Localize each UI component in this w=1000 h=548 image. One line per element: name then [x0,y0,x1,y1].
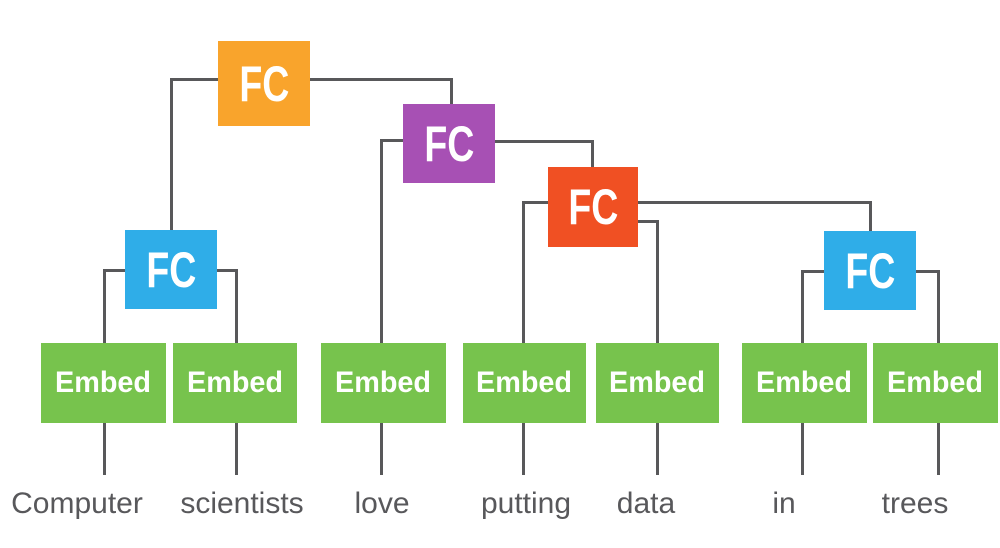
embed-node-scientists: Embed [173,343,297,423]
embed-node-label: Embed [186,366,284,399]
tree-edge [103,269,125,272]
fc-node-label: FC [568,179,618,235]
tree-edge [638,201,872,204]
tree-edge [450,78,453,104]
tree-edge [170,78,218,81]
embed-node-label: Embed [609,366,706,399]
tree-edge [235,269,238,343]
fc-node-fc-right: FC [548,167,638,247]
word-label-putting: putting [480,487,572,520]
tree-edge [522,201,525,343]
tree-edge [522,423,525,475]
word-label-love: love [354,487,410,520]
embed-node-label: Embed [55,366,152,399]
tree-edge [217,269,238,272]
tree-edge [937,423,940,475]
tree-edge [495,140,594,143]
tree-edge [638,220,659,223]
tree-edge [235,423,238,475]
tree-edge [310,78,453,81]
embed-node-label: Embed [476,366,573,399]
embed-node-trees: Embed [873,343,998,423]
tree-edge [380,139,403,142]
tree-edge [937,270,940,343]
embed-node-putting: Embed [463,343,586,423]
fc-node-fc-far-right: FC [824,231,916,310]
tree-edge [656,423,659,475]
embed-node-label: Embed [756,366,853,399]
tree-edge [380,139,383,343]
word-label-computer: Computer [11,487,143,520]
fc-node-label: FC [146,241,196,298]
tree-edge [656,220,659,343]
tree-edge [801,270,824,273]
tree-edge [380,423,383,475]
fc-node-fc-root: FC [218,41,310,126]
embed-node-label: Embed [887,366,984,399]
embed-node-love: Embed [321,343,446,423]
tree-edge [801,423,804,475]
word-label-scientists: scientists [180,487,304,520]
tree-edge [522,201,548,204]
fc-node-fc-left: FC [125,230,217,309]
fc-node-fc-mid: FC [403,104,495,183]
fc-node-label: FC [239,55,289,112]
fc-node-label: FC [424,115,474,172]
tree-edge [916,270,940,273]
tree-edge [591,140,594,167]
tree-edge [170,78,173,230]
word-label-trees: trees [881,487,949,520]
tree-edge [801,270,804,343]
embed-node-in: Embed [742,343,867,423]
tree-edge [103,269,106,343]
word-label-data: data [616,487,676,520]
tree-edge [103,423,106,475]
embed-node-data: Embed [596,343,719,423]
embed-node-computer: Embed [41,343,166,423]
embed-node-label: Embed [335,366,432,399]
word-label-in: in [772,487,796,520]
fc-node-label: FC [845,242,895,299]
tree-edge [869,201,872,231]
